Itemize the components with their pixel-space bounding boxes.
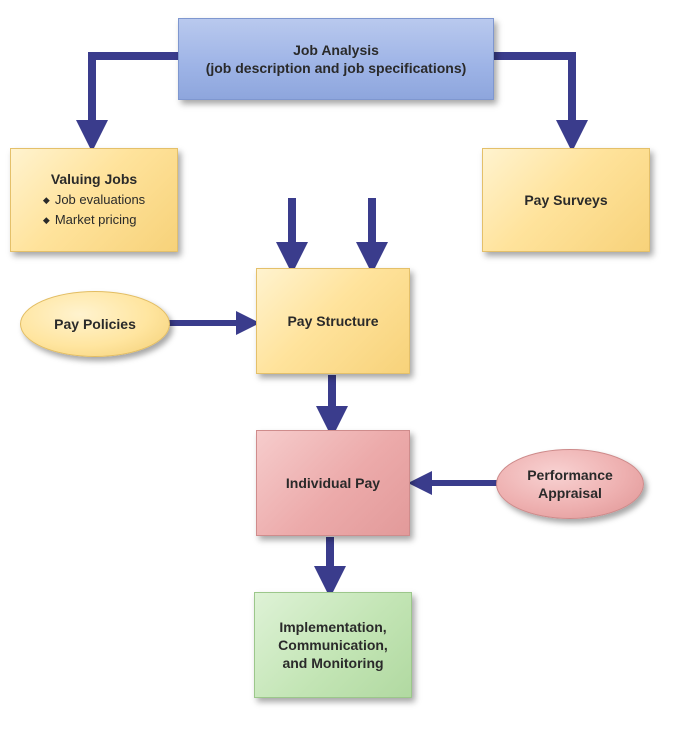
- diamond-bullet-icon: ◆: [42, 195, 50, 205]
- pay-policies-label: Pay Policies: [54, 316, 136, 332]
- pay-structure-label: Pay Structure: [287, 313, 379, 329]
- job-analysis-box: Job Analysis (job description and job sp…: [178, 18, 494, 100]
- pay-surveys-box: Pay Surveys: [482, 148, 650, 252]
- valuing-jobs-item-label: Market pricing: [54, 212, 137, 227]
- arrow-job-analysis-to-valuing-jobs: [76, 52, 178, 152]
- valuing-jobs-item: ◆ Market pricing: [43, 210, 145, 230]
- individual-pay-box: Individual Pay: [256, 430, 410, 536]
- job-analysis-title: Job Analysis: [293, 42, 379, 58]
- valuing-jobs-item-label: Job evaluations: [54, 192, 146, 207]
- valuing-jobs-item: ◆ Job evaluations: [43, 190, 145, 210]
- pay-structure-box: Pay Structure: [256, 268, 410, 374]
- performance-appraisal-line2: Appraisal: [538, 485, 602, 501]
- performance-appraisal-line1: Performance: [527, 467, 613, 483]
- job-analysis-subtitle: (job description and job specifications): [205, 60, 467, 76]
- implementation-box: Implementation, Communication, and Monit…: [254, 592, 412, 698]
- pay-surveys-label: Pay Surveys: [524, 192, 608, 208]
- pay-policies-ellipse: Pay Policies: [20, 291, 170, 357]
- diamond-bullet-icon: ◆: [42, 215, 50, 225]
- implementation-line2: Communication,: [278, 637, 388, 653]
- valuing-jobs-list: ◆ Job evaluations ◆ Market pricing: [43, 190, 145, 230]
- performance-appraisal-ellipse: Performance Appraisal: [496, 449, 644, 519]
- individual-pay-label: Individual Pay: [285, 475, 381, 491]
- valuing-jobs-box: Valuing Jobs ◆ Job evaluations ◆ Market …: [10, 148, 178, 252]
- implementation-line3: and Monitoring: [282, 655, 384, 671]
- implementation-line1: Implementation,: [279, 619, 387, 635]
- valuing-jobs-title: Valuing Jobs: [50, 171, 138, 187]
- arrow-job-analysis-to-pay-surveys: [494, 52, 588, 152]
